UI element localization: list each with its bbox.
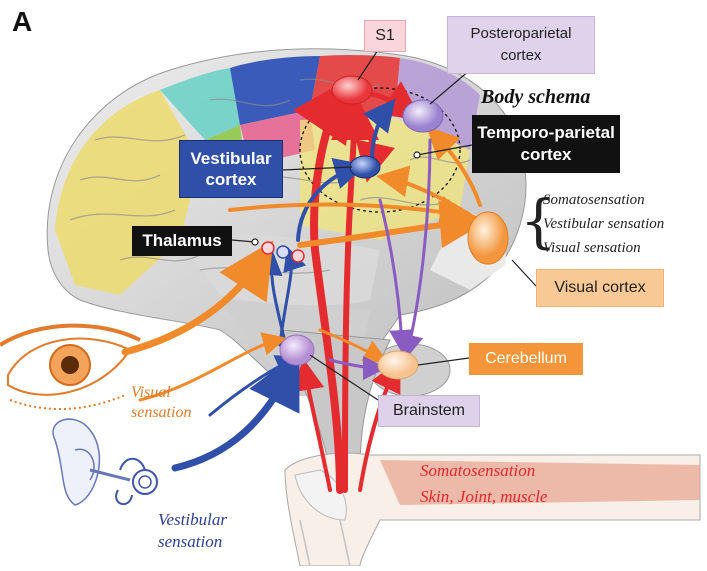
cerebellum-label: Cerebellum (469, 343, 583, 375)
sensation-item: Visual sensation (543, 236, 664, 260)
sensation-item: Vestibular sensation (543, 212, 664, 236)
temporo-parietal-cortex-label: Temporo-parietal cortex (472, 115, 620, 173)
posteroparietal-cortex-label: Posteroparietal cortex (447, 16, 595, 74)
somatosensation-label: Somatosensation Skin, Joint, muscle (420, 458, 547, 510)
brainstem-node (280, 335, 314, 365)
thalamus-label: Thalamus (132, 226, 232, 256)
sensation-item: Somatosensation (543, 188, 664, 212)
eye-illustration (0, 326, 140, 409)
vestibular-sensation-label: Vestibular sensation (158, 509, 227, 553)
vestibular-cortex-node (350, 156, 380, 178)
cerebellum-node (378, 351, 418, 379)
vestibular-cortex-label: Vestibular cortex (179, 140, 283, 198)
brainstem-label: Brainstem (378, 395, 480, 427)
sensations-list: Somatosensation Vestibular sensation Vis… (543, 188, 664, 260)
s1-node (332, 76, 372, 104)
ear-illustration (53, 419, 157, 505)
visual-cortex-node (468, 212, 508, 264)
s1-label: S1 (364, 20, 406, 52)
panel-letter: A (12, 6, 32, 38)
visual-sensation-label: Visual sensation (131, 383, 191, 423)
visual-cortex-label: Visual cortex (536, 269, 664, 307)
posteroparietal-node (403, 100, 443, 132)
body-schema-title: Body schema (481, 86, 590, 109)
